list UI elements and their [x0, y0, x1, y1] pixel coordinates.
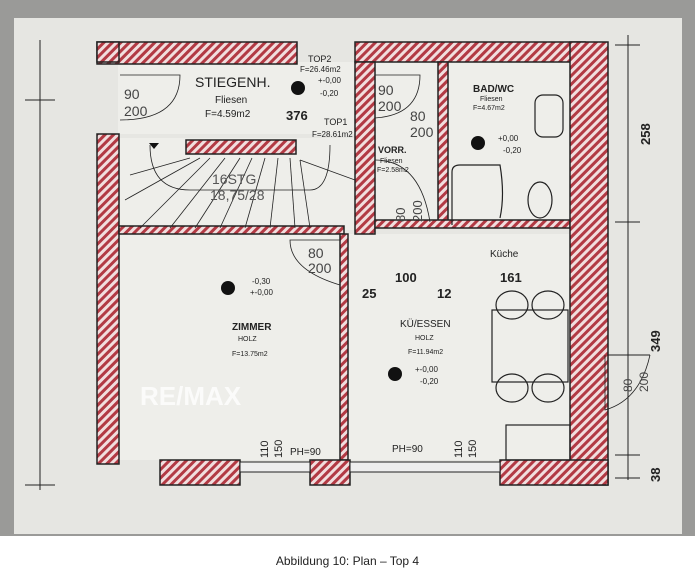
door-swings	[119, 74, 651, 411]
vorr-floor: Fliesen	[380, 158, 403, 165]
vorr-name: VORR.	[378, 145, 407, 155]
zimmer-area: F=13.75m2	[232, 351, 268, 358]
kueche-parapet: PH=90	[392, 444, 423, 455]
dim-258: 258	[638, 123, 653, 145]
top2-label: TOP2	[308, 54, 331, 64]
level-markers	[149, 81, 485, 381]
kueche-essen-floor: HOLZ	[415, 335, 434, 342]
zimmer-parapet: PH=90	[290, 447, 321, 458]
dim-376: 376	[286, 108, 308, 123]
stair-steps	[124, 144, 356, 229]
window1-a: 110	[259, 440, 271, 458]
dining-table	[491, 290, 571, 461]
dim-349: 349	[648, 330, 663, 352]
watermark: RE/MAX	[140, 381, 242, 411]
dim-161: 161	[500, 270, 522, 285]
door3-width: 80	[410, 108, 426, 124]
window1-b: 150	[273, 440, 285, 458]
stairwell-floor: Fliesen	[215, 95, 247, 106]
kueche-name: Küche	[490, 249, 519, 260]
top1-label: TOP1	[324, 117, 347, 127]
stair-steps-label: 16STG	[212, 171, 256, 187]
stairwell-name: STIEGENH.	[195, 74, 270, 90]
figure-caption: Abbildung 10: Plan – Top 4	[275, 554, 420, 568]
bad-area: F=4.67m2	[473, 105, 505, 112]
bathroom-fixtures	[451, 94, 564, 225]
zimmer-floor: HOLZ	[238, 336, 257, 343]
zimmer-level-top: -0,30	[252, 277, 271, 286]
door4-width: 80	[393, 208, 408, 222]
walls	[96, 41, 609, 486]
door4-height: 200	[410, 200, 425, 222]
door5-height: 200	[308, 260, 332, 276]
top2-area: F=26.46m2	[300, 65, 341, 74]
kueche-essen-name: KÜ/ESSEN	[400, 318, 451, 330]
zimmer-level-bottom: +-0,00	[250, 288, 273, 297]
dim-100: 100	[395, 270, 417, 285]
bad-level-top: +0,00	[498, 134, 519, 143]
bad-level-bottom: -0,20	[503, 146, 522, 155]
window2-b: 150	[467, 440, 479, 458]
kueche-level-top: +-0,00	[415, 365, 438, 374]
bad-floor: Fliesen	[480, 96, 503, 103]
door3-height: 200	[410, 124, 434, 140]
stairwell-level-bottom: -0,20	[320, 89, 339, 98]
door5-width: 80	[308, 245, 324, 261]
door1-width: 90	[124, 86, 140, 102]
stairwell-area: F=4.59m2	[205, 109, 251, 120]
dim-25: 25	[362, 286, 376, 301]
door6-height: 200	[637, 372, 651, 392]
stair-ratio-label: 18,75/28	[210, 187, 265, 203]
kueche-essen-area: F=11.94m2	[408, 349, 443, 356]
kueche-level-bottom: -0,20	[420, 377, 439, 386]
bad-name: BAD/WC	[473, 84, 514, 95]
door2-height: 200	[378, 98, 402, 114]
door2-width: 90	[378, 82, 394, 98]
door6-width: 80	[621, 378, 635, 392]
vorr-area: F=2.58m2	[377, 167, 409, 174]
door1-height: 200	[124, 103, 148, 119]
zimmer-name: ZIMMER	[232, 322, 272, 333]
top1-area: F=28.61m2	[312, 130, 353, 139]
window2-a: 110	[453, 440, 465, 458]
dim-38: 38	[648, 468, 663, 482]
dim-12: 12	[437, 286, 451, 301]
stairwell-level-top: +-0,00	[318, 76, 341, 85]
